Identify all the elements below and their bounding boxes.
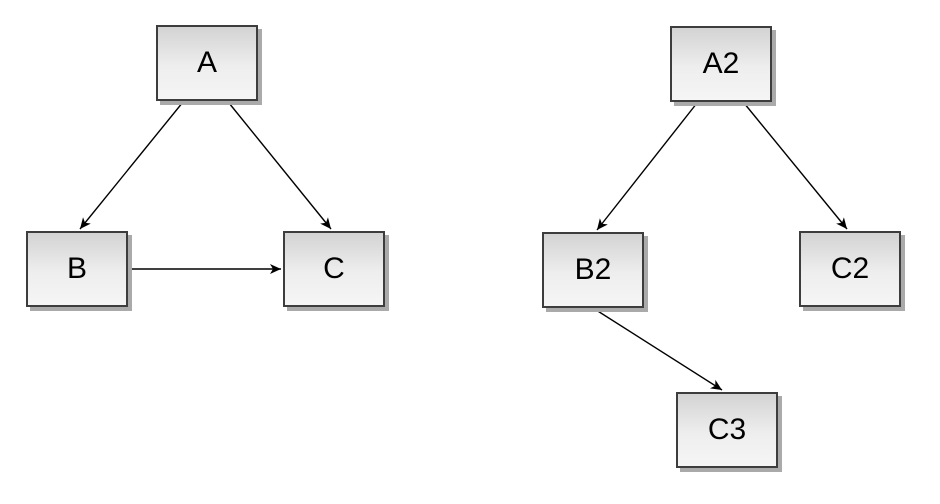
node-A2[interactable]: A2 <box>670 26 772 102</box>
node-A[interactable]: A <box>156 25 258 101</box>
edge-B2-C3 <box>592 307 723 391</box>
edge-A-B <box>79 101 184 230</box>
edge-A2-B2 <box>596 102 698 231</box>
node-C2[interactable]: C2 <box>799 231 901 307</box>
node-B2[interactable]: B2 <box>542 232 644 308</box>
edge-A-C <box>228 102 332 230</box>
node-C[interactable]: C <box>283 231 385 307</box>
node-C3[interactable]: C3 <box>676 392 778 468</box>
node-B[interactable]: B <box>26 231 128 307</box>
edge-A2-C2 <box>743 102 848 230</box>
